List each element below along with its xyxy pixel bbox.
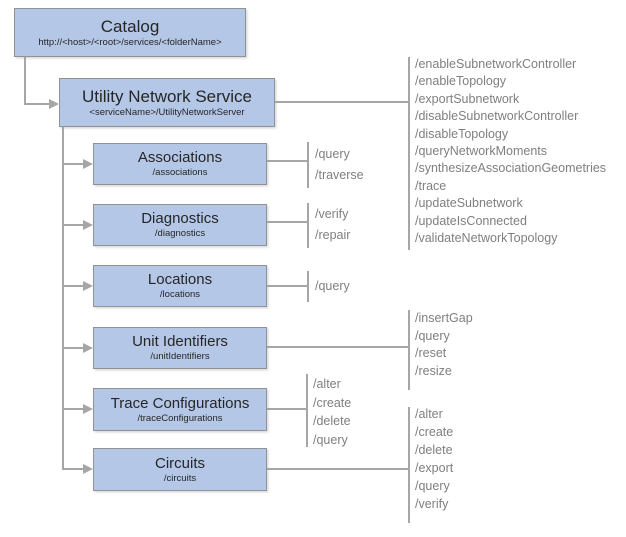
node-catalog: Catalog http://<host>/<root>/services/<f… bbox=[14, 8, 246, 57]
arrow-right-icon bbox=[83, 281, 93, 291]
diagnostics-operations-list: /verify/repair bbox=[315, 204, 350, 246]
operation-label: /create bbox=[313, 395, 352, 410]
node-path: <serviceName>/UtilityNetworkServer bbox=[89, 106, 245, 118]
node-path: http://<host>/<root>/services/<folderNam… bbox=[38, 36, 222, 48]
node-path: /traceConfigurations bbox=[137, 412, 223, 424]
connector-horizontal bbox=[62, 468, 84, 470]
connector-horizontal bbox=[62, 408, 84, 410]
operations-bracket bbox=[306, 374, 308, 447]
node-trace-configurations: Trace Configurations /traceConfiguration… bbox=[93, 388, 267, 431]
operation-label: /trace bbox=[415, 178, 447, 193]
operation-label: /disableSubnetworkController bbox=[415, 109, 579, 124]
operation-label: /query bbox=[415, 479, 450, 493]
operation-label: /repair bbox=[315, 228, 351, 242]
connector-horizontal bbox=[275, 101, 408, 103]
node-circuits: Circuits /circuits bbox=[93, 448, 267, 491]
arrow-right-icon bbox=[83, 159, 93, 169]
operation-label: /query bbox=[315, 279, 350, 293]
arrow-right-icon bbox=[83, 343, 93, 353]
node-associations: Associations /associations bbox=[93, 143, 267, 185]
locations-operations-list: /query bbox=[315, 277, 350, 295]
operation-label: /enableSubnetworkController bbox=[415, 57, 577, 71]
operation-label: /verify bbox=[415, 497, 449, 511]
node-utility-network-service: Utility Network Service <serviceName>/Ut… bbox=[59, 78, 275, 127]
node-title: Utility Network Service bbox=[81, 86, 253, 106]
operation-label: /queryNetworkMoments bbox=[415, 144, 547, 159]
trace-configurations-operations-list: /alter/create/delete/query bbox=[313, 375, 351, 449]
connector-horizontal bbox=[267, 221, 307, 223]
operation-label: /disableTopology bbox=[415, 126, 509, 141]
node-unit-identifiers: Unit Identifiers /unitIdentifiers bbox=[93, 327, 267, 369]
connector-horizontal bbox=[267, 160, 307, 162]
node-title: Locations bbox=[147, 271, 213, 288]
arrow-right-icon bbox=[83, 464, 93, 474]
node-title: Diagnostics bbox=[141, 210, 219, 227]
operation-label: /verify bbox=[315, 207, 349, 221]
connector-horizontal bbox=[62, 163, 84, 165]
operations-bracket bbox=[408, 310, 410, 390]
operations-bracket bbox=[307, 271, 309, 302]
operations-bracket bbox=[408, 407, 410, 523]
operation-label: /query bbox=[415, 328, 450, 343]
circuits-operations-list: /alter/create/delete/export/query/verify bbox=[415, 405, 453, 513]
operation-label: /resize bbox=[415, 363, 452, 378]
operation-label: /validateNetworkTopology bbox=[415, 231, 558, 246]
associations-operations-list: /query/traverse bbox=[315, 144, 364, 186]
operation-label: /delete bbox=[313, 414, 351, 428]
operation-label: /enableTopology bbox=[415, 74, 507, 89]
connector-horizontal bbox=[267, 346, 408, 348]
node-title: Circuits bbox=[154, 454, 205, 472]
operations-bracket bbox=[307, 142, 309, 188]
service-operations-list: /enableSubnetworkController/enableTopolo… bbox=[415, 56, 606, 247]
operation-label: /synthesizeAssociationGeometries bbox=[415, 161, 607, 176]
node-title: Trace Configurations bbox=[110, 394, 250, 412]
node-path: /diagnostics bbox=[154, 228, 206, 239]
node-path: /locations bbox=[159, 289, 201, 300]
operation-label: /alter bbox=[415, 407, 443, 421]
operation-label: /updateSubnetwork bbox=[415, 196, 523, 211]
node-title: Associations bbox=[137, 149, 223, 166]
operation-label: /alter bbox=[313, 377, 341, 391]
operation-label: /export bbox=[415, 461, 454, 475]
operation-label: /create bbox=[415, 425, 454, 439]
arrow-right-icon bbox=[83, 404, 93, 414]
operation-label: /query bbox=[313, 432, 348, 447]
operation-label: /updateIsConnected bbox=[415, 213, 527, 228]
connector-horizontal bbox=[62, 347, 84, 349]
connector-horizontal bbox=[62, 285, 84, 287]
operations-bracket bbox=[408, 57, 410, 250]
connector-horizontal bbox=[267, 285, 307, 287]
operation-label: /exportSubnetwork bbox=[415, 91, 520, 106]
operation-label: /traverse bbox=[315, 168, 364, 182]
node-path: /associations bbox=[152, 167, 208, 178]
operation-label: /reset bbox=[415, 346, 447, 360]
operations-bracket bbox=[307, 203, 309, 248]
operation-label: /query bbox=[315, 147, 350, 161]
node-diagnostics: Diagnostics /diagnostics bbox=[93, 204, 267, 246]
arrow-right-icon bbox=[49, 99, 59, 109]
operation-label: /delete bbox=[415, 443, 453, 457]
connector-vertical bbox=[24, 57, 26, 105]
node-locations: Locations /locations bbox=[93, 265, 267, 307]
operation-label: /insertGap bbox=[415, 311, 473, 325]
connector-trunk bbox=[62, 127, 64, 470]
node-title: Catalog bbox=[100, 16, 160, 36]
node-path: /circuits bbox=[163, 472, 197, 484]
node-title: Unit Identifiers bbox=[132, 333, 228, 350]
connector-horizontal bbox=[267, 468, 408, 470]
connector-horizontal bbox=[62, 224, 84, 226]
node-path: /unitIdentifiers bbox=[150, 351, 210, 362]
unit-identifiers-operations-list: /insertGap/query/reset/resize bbox=[415, 310, 473, 380]
connector-horizontal bbox=[24, 103, 50, 105]
connector-horizontal bbox=[267, 408, 306, 410]
arrow-right-icon bbox=[83, 220, 93, 230]
